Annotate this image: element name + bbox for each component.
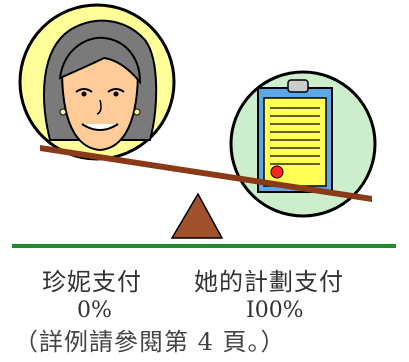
left-party-label: 珍妮支付 <box>42 268 142 296</box>
ground-line <box>12 244 396 248</box>
left-party-share: 0% <box>77 298 112 323</box>
woman-face-icon <box>18 3 176 161</box>
scale-beam <box>40 145 372 202</box>
right-party-share: I00% <box>246 298 304 323</box>
right-party-label: 她的計劃支付 <box>194 268 344 296</box>
fulcrum <box>170 192 224 239</box>
footnote: （詳例請參閱第 4 頁。） <box>14 328 286 356</box>
